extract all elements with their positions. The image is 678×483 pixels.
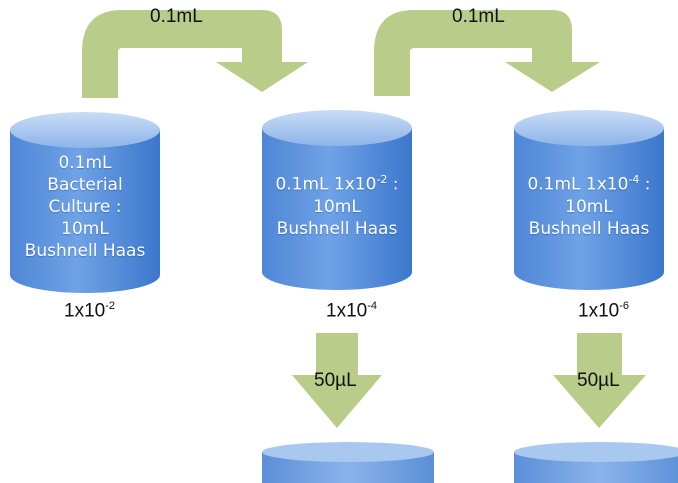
transfer-label-1: 0.1mL	[150, 6, 203, 27]
tube-2-line-2: 10mL	[313, 196, 361, 217]
agar-plate-1	[262, 442, 434, 483]
plating-arrow-2	[553, 333, 646, 428]
tube-1-label: 0.1mL Bacterial Culture : 10mL Bushnell …	[10, 152, 160, 262]
tube-3-line-1: 0.1mL 1x10-4 :	[527, 173, 651, 195]
tube-1-line-4: 10mL	[61, 219, 109, 240]
plating-label-2: 50µL	[577, 370, 620, 391]
tube-3-line-3: Bushnell Haas	[528, 218, 650, 239]
plating-arrow-1	[292, 333, 382, 428]
tube-1-line-5: Bushnell Haas	[24, 241, 146, 262]
transfer-arrow-1	[82, 10, 308, 98]
tube-3-label: 0.1mL 1x10-4 : 10mL Bushnell Haas	[514, 173, 664, 240]
transfer-arrow-2	[374, 10, 600, 96]
agar-plate-2	[514, 442, 678, 483]
tube-2-line-1: 0.1mL 1x10-2 :	[275, 173, 399, 195]
tube-2-label: 0.1mL 1x10-2 : 10mL Bushnell Haas	[262, 173, 412, 240]
tube-3-line-2: 10mL	[565, 196, 613, 217]
tube-1-line-1: 0.1mL	[58, 153, 112, 173]
dilution-label-3: 1x10-6	[578, 300, 629, 322]
dilution-label-1: 1x10-2	[64, 300, 115, 322]
tube-3-cylinder	[514, 110, 664, 290]
plating-label-1: 50µL	[314, 370, 357, 391]
tube-1-line-2: Bacterial	[47, 175, 123, 196]
tube-1-line-3: Culture :	[48, 197, 122, 218]
tube-2-cylinder	[262, 110, 412, 290]
tube-2-line-3: Bushnell Haas	[276, 218, 398, 239]
transfer-label-2: 0.1mL	[452, 6, 505, 27]
dilution-label-2: 1x10-4	[326, 300, 377, 322]
tube-1-cylinder	[10, 112, 160, 293]
